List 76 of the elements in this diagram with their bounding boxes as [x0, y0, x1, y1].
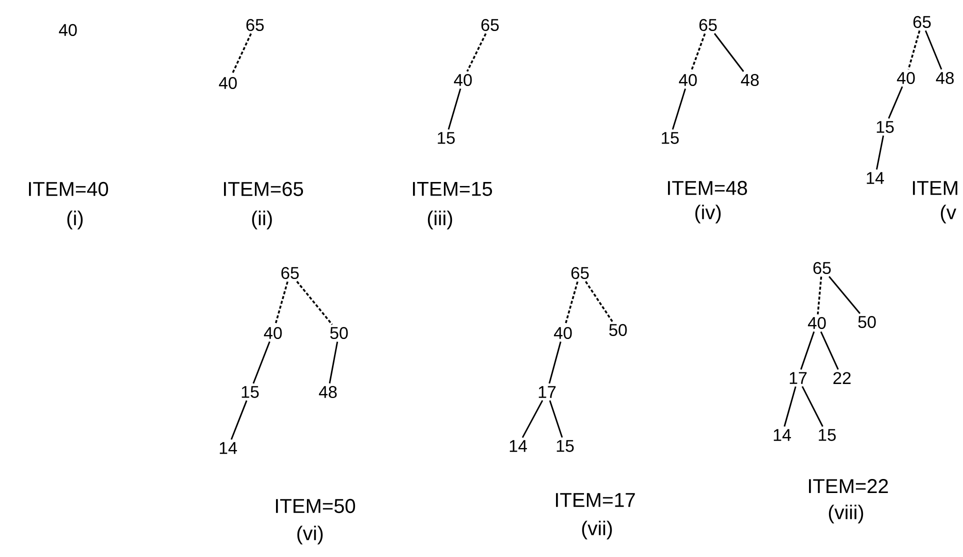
tree-edge	[714, 33, 744, 72]
tree-edge	[549, 400, 563, 438]
tree-edge	[816, 276, 822, 314]
tree-edge	[296, 280, 333, 326]
tree-edge	[820, 331, 839, 370]
tree-edge	[584, 281, 614, 322]
tree-node-value: 65	[281, 266, 299, 280]
caption-label: ITEM=48	[668, 180, 747, 196]
tree-edge	[802, 386, 824, 427]
tree-edge	[564, 281, 578, 325]
caption-label: (i)	[67, 210, 83, 230]
tree-node-value: 17	[790, 372, 807, 384]
tree-node-value: 65	[913, 16, 931, 28]
tree-edge	[231, 33, 252, 75]
tree-node-value: 40	[454, 74, 472, 86]
tree-edge	[274, 281, 288, 325]
tree-node-value: 15	[556, 440, 574, 452]
tree-node-value: 48	[936, 72, 954, 84]
tree-edge	[522, 400, 544, 438]
tree-node-value: 65	[699, 18, 717, 32]
tree-edge	[828, 276, 861, 314]
tree-node-value: 40	[264, 326, 282, 340]
tree-node-value: 14	[510, 440, 527, 452]
tree-node-value: 17	[538, 386, 556, 398]
tree-node-value: 15	[876, 121, 894, 133]
tree-edge	[548, 341, 562, 384]
tree-node-value: 40	[896, 72, 915, 84]
tree-node-value: 40	[808, 316, 826, 330]
tree-edge	[672, 88, 686, 130]
caption-label: (iii)	[428, 210, 452, 230]
tree-edge	[908, 30, 920, 70]
tree-node-value: 65	[813, 262, 831, 274]
tree-node-value: 50	[609, 324, 627, 336]
tree-edge	[784, 386, 796, 427]
caption-label: (v	[940, 204, 956, 224]
tree-node-value: 15	[818, 429, 836, 441]
tree-edge	[876, 135, 884, 170]
tree-edge	[888, 86, 903, 119]
caption-label: ITEM=17	[556, 493, 635, 507]
tree-node-value: 40	[218, 76, 237, 90]
caption-label: ITEM=65	[224, 182, 304, 196]
caption-label: ITEM	[912, 181, 958, 195]
tree-node-value: 15	[438, 132, 455, 144]
tree-node-value: 15	[242, 386, 259, 398]
caption-label: ITEM=40	[29, 182, 108, 196]
tree-edge	[448, 88, 462, 130]
tree-node-value: 65	[481, 18, 499, 32]
caption-label: ITEM=15	[413, 182, 492, 196]
tree-node-value: 50	[330, 326, 348, 340]
tree-node-value: 40	[58, 24, 77, 36]
caption-label: (vi)	[297, 526, 323, 544]
tree-node-value: 14	[220, 442, 237, 454]
tree-node-value: 40	[554, 326, 572, 340]
caption-label: (vii)	[582, 520, 612, 540]
tree-node-value: 22	[833, 372, 851, 384]
tree-edge	[328, 342, 338, 384]
caption-label: ITEM=50	[276, 498, 356, 514]
tree-edge	[230, 400, 248, 440]
caption-label: (ii)	[252, 210, 272, 230]
tree-node-value: 14	[774, 429, 791, 441]
tree-node-value: 15	[662, 132, 679, 144]
tree-node-value: 14	[866, 172, 884, 184]
caption-label: ITEM=22	[809, 479, 888, 493]
tree-node-value: 48	[740, 74, 759, 86]
tree-edge	[924, 30, 942, 70]
tree-node-value: 65	[571, 266, 589, 280]
tree-edge	[466, 33, 487, 72]
tree-node-value: 40	[678, 74, 697, 86]
caption-label: (viii)	[828, 504, 864, 524]
tree-node-value: 50	[858, 316, 876, 328]
tree-edge	[252, 341, 270, 384]
tree-edge	[800, 331, 815, 370]
tree-edge	[690, 33, 706, 72]
tree-node-value: 48	[318, 386, 337, 398]
caption-label: (iv)	[695, 204, 721, 224]
tree-node-value: 65	[246, 18, 264, 32]
